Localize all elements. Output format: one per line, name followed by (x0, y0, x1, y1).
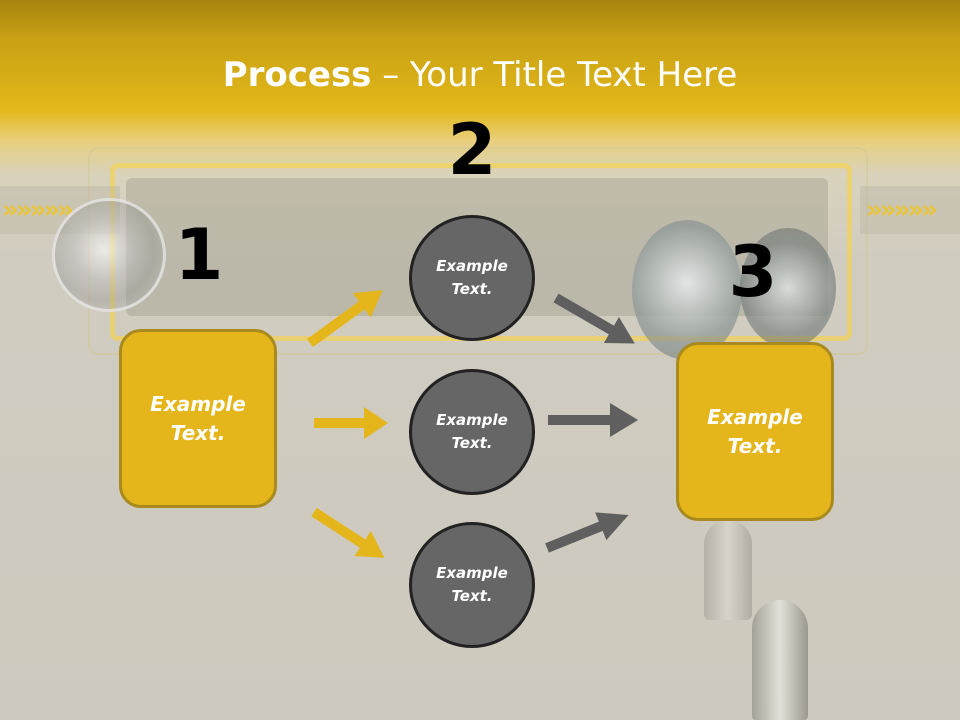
arrow-down-right-gray-icon (553, 293, 635, 344)
arrow-up-right-gray-icon (545, 512, 629, 553)
step-3-box-text: Example Text. (707, 404, 803, 458)
step-2-circle-top-text: Example Text. (436, 257, 508, 298)
microphone-icon (752, 600, 808, 720)
step-3-number: 3 (728, 231, 778, 313)
step-1-box-text: Example Text. (150, 391, 246, 445)
title-bold: Process (222, 55, 372, 95)
arrow-up-right-yellow-icon (307, 290, 383, 348)
headphone-right-icon (740, 228, 836, 348)
step-1-number: 1 (174, 214, 224, 296)
microphone-back-icon (704, 520, 752, 620)
step-2-circle-middle[interactable]: Example Text. (409, 369, 535, 495)
title-rest: – Your Title Text Here (371, 55, 738, 95)
left-chevrons-icon: »»»»» (2, 195, 74, 225)
step-1-box[interactable]: Example Text. (119, 329, 277, 508)
step-2-circle-bottom[interactable]: Example Text. (409, 522, 535, 648)
arrow-right-gray-icon (548, 403, 638, 437)
lens-decoration-icon (52, 198, 166, 312)
arrow-right-yellow-icon (314, 407, 388, 439)
step-2-circle-middle-text: Example Text. (436, 411, 508, 452)
right-chevrons-icon: »»»»» (866, 195, 938, 225)
arrow-down-right-yellow-icon (311, 507, 385, 558)
step-2-circle-bottom-text: Example Text. (436, 564, 508, 605)
right-stripe-band (860, 186, 960, 234)
step-2-circle-top[interactable]: Example Text. (409, 215, 535, 341)
slide-title[interactable]: Process – Your Title Text Here (0, 52, 960, 98)
step-3-box[interactable]: Example Text. (676, 342, 834, 521)
headphone-left-icon (632, 220, 742, 360)
step-2-number: 2 (447, 109, 497, 191)
